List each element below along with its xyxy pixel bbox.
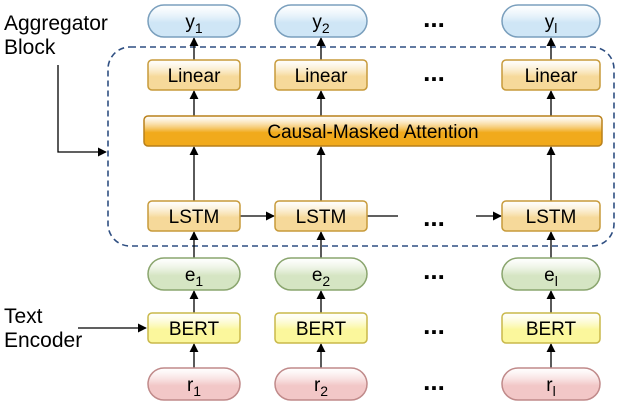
bert-block-1-label: BERT: [169, 319, 220, 340]
lstm-block-1: LSTM: [147, 200, 241, 232]
ellipsis-bert-row: ...: [423, 310, 445, 340]
embedding-node-3-label: el: [544, 265, 558, 289]
aggregator-label-line2: Block: [4, 36, 56, 59]
lstm-block-2-label: LSTM: [296, 207, 347, 228]
embedding-node-1: e1: [147, 257, 241, 291]
bert-block-3-label: BERT: [526, 319, 577, 340]
aggregator-dashed-box: [107, 46, 615, 247]
linear-block-2: Linear: [274, 59, 368, 91]
output-node-1: y1: [147, 4, 241, 38]
ellipsis-linear-row: ...: [423, 57, 445, 87]
linear-block-2-label: Linear: [295, 66, 348, 87]
lstm-block-1-label: LSTM: [169, 207, 220, 228]
linear-block-3-label: Linear: [525, 66, 578, 87]
lstm-block-3-label: LSTM: [526, 207, 577, 228]
aggregator-pointer-arrow: [57, 65, 107, 157]
bert-block-2-label: BERT: [296, 319, 347, 340]
aggregator-block-label: Aggregator Block: [4, 12, 108, 60]
embedding-node-3: el: [501, 257, 601, 291]
embedding-node-2: e2: [274, 257, 368, 291]
input-node-2: r2: [274, 367, 368, 401]
ellipsis-output-row: ...: [423, 3, 445, 33]
encoder-label-line1: Text: [4, 305, 43, 328]
input-node-3: rl: [501, 367, 601, 401]
causal-masked-attention-block: Causal-Masked Attention: [143, 115, 603, 147]
linear-block-1: Linear: [147, 59, 241, 91]
text-encoder-label: Text Encoder: [4, 305, 82, 353]
input-node-1: r1: [147, 367, 241, 401]
lstm-block-2: LSTM: [274, 200, 368, 232]
output-node-3-label: yl: [545, 12, 558, 36]
linear-block-3: Linear: [501, 59, 601, 91]
linear-block-1-label: Linear: [168, 66, 221, 87]
bert-block-3: BERT: [501, 312, 601, 344]
aggregator-label-line1: Aggregator: [4, 12, 108, 35]
lstm-block-3: LSTM: [501, 200, 601, 232]
bert-block-2: BERT: [274, 312, 368, 344]
input-node-3-label: rl: [546, 375, 555, 399]
ellipsis-lstm-row: ...: [423, 202, 445, 232]
causal-masked-attention-block-label: Causal-Masked Attention: [267, 122, 478, 143]
bert-block-1: BERT: [147, 312, 241, 344]
encoder-label-line2: Encoder: [4, 329, 83, 352]
ellipsis-embedding-row: ...: [423, 255, 445, 285]
output-node-3: yl: [501, 4, 601, 38]
output-node-2: y2: [274, 4, 368, 38]
ellipsis-input-row: ...: [423, 366, 445, 396]
